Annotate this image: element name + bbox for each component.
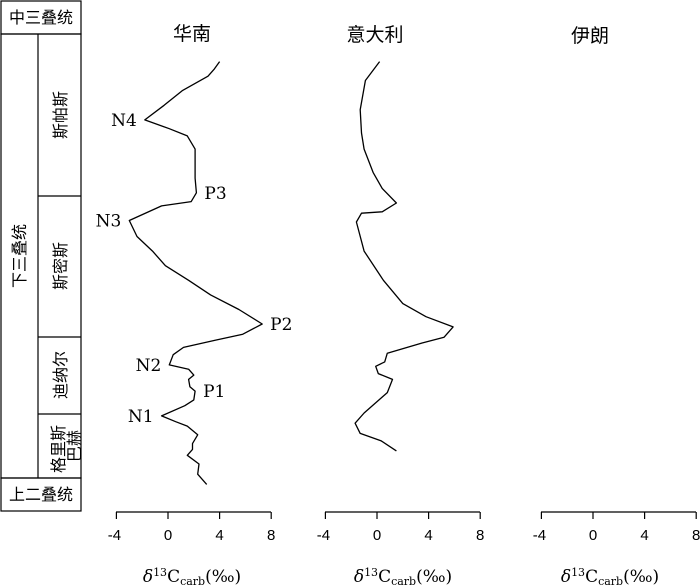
peak-label-n4: N4	[111, 111, 137, 131]
panel-italy: 意大利 -4 0 4 8 δ13Ccarb(‰)	[317, 24, 485, 586]
x-tick-label: 8	[692, 527, 700, 544]
peak-label-n3: N3	[96, 212, 122, 232]
x-tick-label: 0	[589, 527, 597, 544]
x-tick-label: 4	[215, 527, 223, 544]
x-tick-label: 4	[424, 527, 432, 544]
peak-label-p1: P1	[203, 382, 225, 402]
x-tick-label: 0	[164, 527, 172, 544]
upper-permian-label: 上二叠统	[9, 485, 73, 504]
upper-permian-box	[0, 477, 82, 512]
x-tick-label: 8	[267, 527, 275, 544]
x-tick-label: -4	[108, 527, 121, 544]
x-tick-label: -4	[317, 527, 330, 544]
x-axis-italy: -4 0 4 8 δ13Ccarb(‰)	[317, 511, 484, 586]
panel-iran: 伊朗 -4 0 4 8 δ13Ccarb(‰)	[533, 25, 700, 586]
peak-label-p3: P3	[204, 184, 226, 204]
smithian-label: 斯密斯	[51, 242, 70, 290]
panel-title-iran: 伊朗	[571, 25, 609, 47]
x-tick-label: 4	[640, 527, 648, 544]
x-axis-iran: -4 0 4 8 δ13Ccarb(‰)	[533, 511, 700, 586]
peak-label-p2: P2	[270, 315, 292, 335]
middle-triassic-label: 中三叠统	[9, 8, 73, 27]
isotope-curve-south-china	[128, 61, 263, 485]
spathian-label: 斯帕斯	[51, 91, 70, 139]
x-tick-label: 8	[476, 527, 484, 544]
x-axis-label: δ13Ccarb(‰)	[143, 566, 241, 586]
x-axis-label: δ13Ccarb(‰)	[354, 566, 452, 586]
isotope-curve-italy	[354, 61, 454, 452]
peak-label-n2: N2	[136, 356, 162, 376]
x-tick-label: 0	[373, 527, 381, 544]
panel-title-italy: 意大利	[346, 24, 403, 46]
x-axis-south-china: -4 0 4 8 δ13Ccarb(‰)	[108, 511, 275, 586]
peak-label-n1: N1	[128, 407, 154, 427]
stratigraphic-column: 中三叠统 下三叠统 斯帕斯 斯密斯 迪纳尔 格里斯巴赫 上二叠统	[0, 0, 84, 512]
x-axis-label: δ13Ccarb(‰)	[561, 566, 659, 586]
panel-title-south-china: 华南	[173, 23, 211, 45]
x-tick-label: -4	[533, 527, 546, 544]
lower-triassic-label: 下三叠统	[10, 224, 29, 288]
griesbachian-label: 格里斯巴赫	[49, 425, 84, 473]
dienerian-label: 迪纳尔	[51, 351, 70, 399]
